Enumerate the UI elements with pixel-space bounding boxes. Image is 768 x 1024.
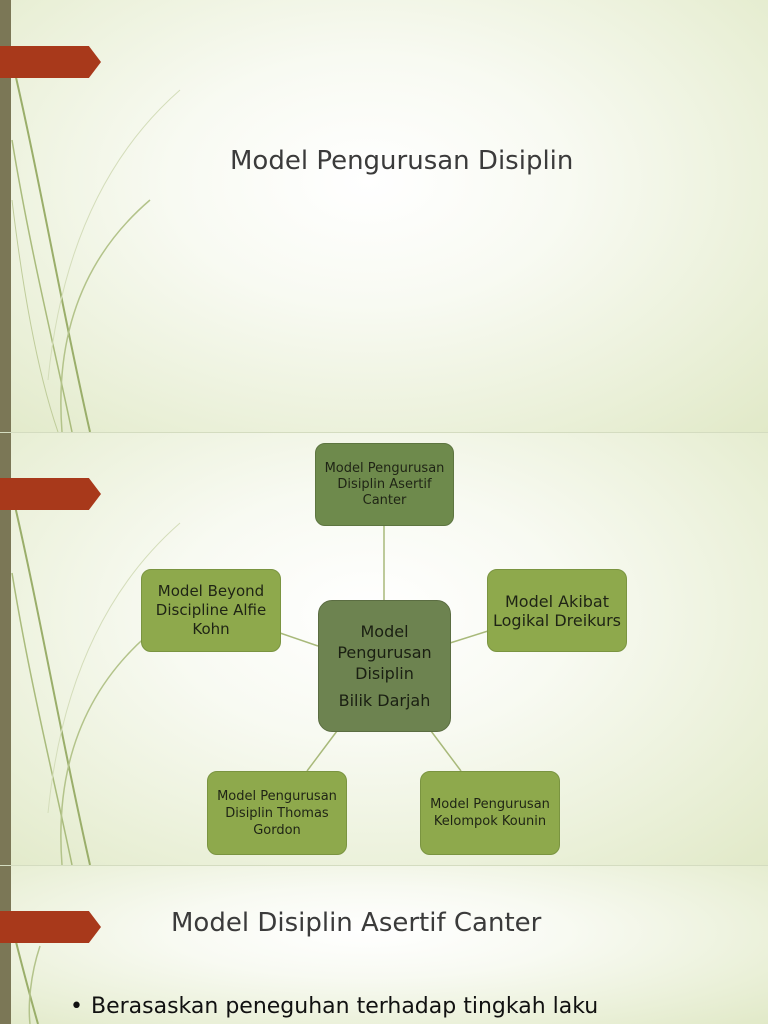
slide-1-title: Model Pengurusan Disiplin xyxy=(230,146,574,176)
node-akibat-logikal: Model Akibat Logikal Dreikurs xyxy=(487,569,627,652)
center-title: Model Pengurusan Disiplin xyxy=(337,622,432,683)
slide-1-left-bar xyxy=(0,0,11,432)
slide-3-title: Model Disiplin Asertif Canter xyxy=(171,908,542,938)
diagram-connectors xyxy=(279,526,489,772)
center-subtitle: Bilik Darjah xyxy=(338,691,431,710)
connector-bottom-right xyxy=(430,730,462,772)
bullet-text: Berasaskan peneguhan terhadap tingkah la… xyxy=(90,994,599,1019)
slide-3-left-bar xyxy=(0,866,11,1024)
slide-1: Model Pengurusan Disiplin xyxy=(0,0,768,432)
node-asertif-canter: Model Pengurusan Disiplin Asertif Canter xyxy=(315,443,454,526)
arrow-tab-icon xyxy=(0,911,101,943)
bullet-item: • Berasaskan peneguhan terhadap tingkah l… xyxy=(70,994,598,1019)
slide-2: Model Pengurusan Disiplin Asertif Canter… xyxy=(0,433,768,865)
slide-3: Model Disiplin Asertif Canter • Berasaska… xyxy=(0,866,768,1024)
bullet-icon: • xyxy=(70,994,83,1019)
swirl-decoration-icon xyxy=(11,492,181,865)
node-kelompok-kounin: Model Pengurusan Kelompok Kounin xyxy=(420,771,560,855)
connector-left xyxy=(279,632,319,647)
slide-2-left-bar xyxy=(0,433,11,865)
arrow-tab-icon xyxy=(0,478,101,510)
swirl-decoration-icon xyxy=(11,59,181,432)
slide-divider xyxy=(0,865,768,866)
slide-divider xyxy=(0,432,768,433)
node-thomas-gordon: Model Pengurusan Disiplin Thomas Gordon xyxy=(207,771,347,855)
node-center: Model Pengurusan Disiplin Bilik Darjah xyxy=(318,600,451,732)
arrow-tab-icon xyxy=(0,46,101,78)
connector-right xyxy=(449,630,489,644)
connector-bottom-left xyxy=(306,730,338,772)
node-beyond-discipline: Model Beyond Discipline Alfie Kohn xyxy=(141,569,281,652)
